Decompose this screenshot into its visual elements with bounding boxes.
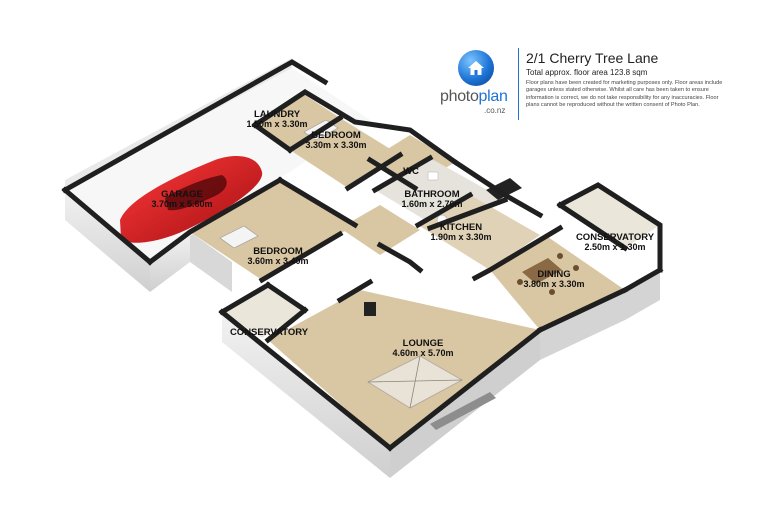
svg-text:LAUNDRY: LAUNDRY <box>254 109 301 120</box>
room-label-laundry: LAUNDRY 1.50m x 3.30m <box>246 109 307 129</box>
room-label-dining: DINING 3.80m x 3.30m <box>523 269 584 289</box>
svg-text:LOUNGE: LOUNGE <box>403 338 444 349</box>
svg-text:1.90m x 3.30m: 1.90m x 3.30m <box>430 232 491 242</box>
logo-wordmark: photoplan <box>440 88 508 105</box>
svg-text:3.30m x 3.30m: 3.30m x 3.30m <box>305 140 366 150</box>
svg-text:BEDROOM: BEDROOM <box>311 130 361 141</box>
kitchen-floor <box>418 195 540 270</box>
svg-text:BEDROOM: BEDROOM <box>253 246 303 257</box>
disclaimer: Floor plans have been created for market… <box>526 80 723 108</box>
logo-domain: .co.nz <box>484 106 506 115</box>
lounge-rug <box>366 355 464 409</box>
header-info: 2/1 Cherry Tree Lane Total approx. floor… <box>526 50 726 109</box>
car <box>120 156 263 243</box>
bedroom-2-floor <box>190 180 355 280</box>
dining-floor <box>490 235 625 330</box>
room-label-conservatory-right: CONSERVATORY 2.50m x 1.30m <box>576 232 655 252</box>
svg-text:GARAGE: GARAGE <box>161 189 203 200</box>
room-labels: LAUNDRY 1.50m x 3.30m BEDROOM 3.30m x 3.… <box>151 109 654 358</box>
house-icon <box>468 61 484 75</box>
photoplan-logo: photoplan .co.nz <box>440 50 516 122</box>
room-label-wc: WC <box>403 166 419 177</box>
header-divider <box>518 48 519 120</box>
svg-text:3.70m x 5.60m: 3.70m x 5.60m <box>151 199 212 209</box>
conservatory-right-floor <box>560 185 660 248</box>
svg-text:3.60m x 3.40m: 3.60m x 3.40m <box>247 256 308 266</box>
room-label-conservatory-left: CONSERVATORY <box>230 327 309 338</box>
laundry-floor <box>255 95 340 150</box>
room-label-garage: GARAGE 3.70m x 5.60m <box>151 189 212 209</box>
svg-text:CONSERVATORY: CONSERVATORY <box>576 232 655 243</box>
svg-text:3.80m x 3.30m: 3.80m x 3.30m <box>523 279 584 289</box>
wall-tops <box>61 59 664 452</box>
svg-text:1.50m x 3.30m: 1.50m x 3.30m <box>246 119 307 129</box>
svg-text:DINING: DINING <box>537 269 570 280</box>
house-logo-icon <box>458 50 494 86</box>
svg-text:2.50m x 1.30m: 2.50m x 1.30m <box>584 242 645 252</box>
hall-floor <box>340 205 420 255</box>
floor-area: Total approx. floor area 123.8 sqm <box>526 68 648 77</box>
room-label-bedroom-2: BEDROOM 3.60m x 3.40m <box>247 246 308 266</box>
property-title: 2/1 Cherry Tree Lane <box>526 50 659 66</box>
room-label-kitchen: KITCHEN 1.90m x 3.30m <box>430 222 491 242</box>
room-label-bathroom: BATHROOM 1.60m x 2.70m <box>401 189 462 209</box>
svg-text:WC: WC <box>403 166 419 177</box>
exterior-wall-faces <box>65 190 660 478</box>
room-label-bedroom-1: BEDROOM 3.30m x 3.30m <box>305 130 366 150</box>
svg-text:KITCHEN: KITCHEN <box>440 222 482 233</box>
svg-text:CONSERVATORY: CONSERVATORY <box>230 327 309 338</box>
room-label-lounge: LOUNGE 4.60m x 5.70m <box>392 338 453 358</box>
svg-text:1.60m x 2.70m: 1.60m x 2.70m <box>401 199 462 209</box>
svg-text:4.60m x 5.70m: 4.60m x 5.70m <box>392 348 453 358</box>
svg-text:BATHROOM: BATHROOM <box>404 189 459 200</box>
